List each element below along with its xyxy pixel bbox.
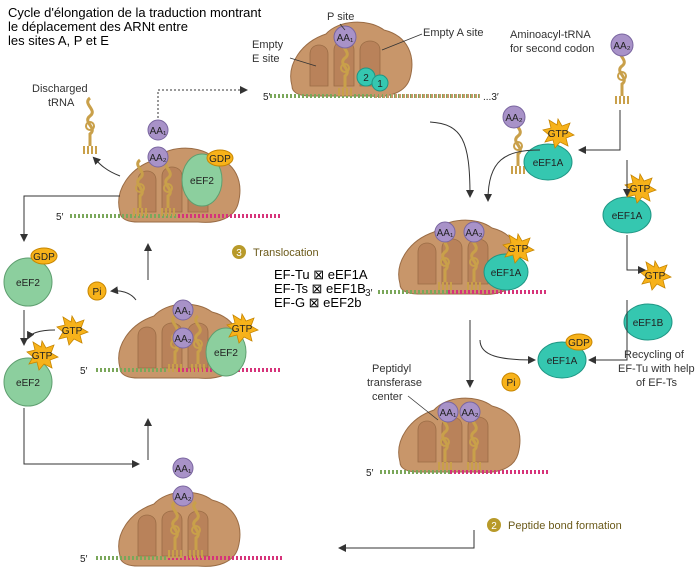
svg-text:Pi: Pi [507,378,516,389]
svg-text:eEF1A: eEF1A [612,211,643,222]
svg-text:eEF2: eEF2 [214,348,238,359]
svg-text:AA₂: AA₂ [461,408,478,419]
title-line-1: Cycle d'élongation de la traduction mont… [8,5,262,20]
eef2-gdp-left: eEF2 GDP [3,247,58,307]
svg-text:AA₁: AA₁ [175,306,192,317]
svg-text:5′: 5′ [80,554,88,565]
empty-e-site-label-2: E site [252,53,280,65]
svg-text:GTP: GTP [548,129,569,140]
svg-text:AA₁: AA₁ [175,464,192,475]
svg-text:eEF2: eEF2 [190,176,214,187]
svg-text:eEF1A: eEF1A [491,268,522,279]
svg-text:eEF2: eEF2 [16,278,40,289]
svg-text:GTP: GTP [62,326,83,337]
discharged-trna: Discharged tRNA [32,83,98,156]
aa1-chip-top [333,25,357,49]
svg-text:GTP: GTP [32,351,53,362]
svg-text:3′: 3′ [365,288,373,299]
svg-text:GTP: GTP [508,244,529,255]
svg-text:GTP: GTP [630,184,651,195]
title-line-2: le déplacement des ARNt entre [8,19,188,34]
svg-text:GTP: GTP [645,271,666,282]
svg-text:GDP: GDP [568,338,590,349]
peptidyl-label-3: center [372,391,403,403]
ribosome-top-left: AA₁ AA₂ eEF2 GDP 5′ [56,119,282,223]
svg-text:3: 3 [236,248,242,259]
svg-text:2: 2 [363,73,369,84]
svg-text:5′: 5′ [366,468,374,479]
title-block: Cycle d'élongation de la traduction mont… [8,5,262,48]
ribosome-middle-left: AA₁ AA₂ eEF2 GTP 5′ [80,299,282,379]
svg-text:AA₁: AA₁ [440,408,457,419]
svg-text:GTP: GTP [232,324,253,335]
svg-text:AA₁: AA₁ [437,228,454,239]
ribosome-bottom-center: AA₁ AA₂ 5′ [80,457,282,567]
svg-text:AA₂: AA₂ [174,492,191,503]
svg-text:AA₂: AA₂ [149,153,166,164]
svg-text:AA₂: AA₂ [465,228,482,239]
peptidyl-label-2: transferase [367,377,422,389]
svg-text:GDP: GDP [33,252,55,263]
pi-left [87,281,107,301]
eef2-gtp-left: eEF2 GTP [3,340,59,407]
svg-text:for second codon: for second codon [510,43,594,55]
svg-text:of EF-Ts: of EF-Ts [636,377,677,389]
svg-text:tRNA: tRNA [48,97,75,109]
svg-text:eEF1A: eEF1A [547,356,578,367]
svg-text:AA₂: AA₂ [174,334,191,345]
svg-text:eEF2: eEF2 [16,378,40,389]
three-prime-top: ...3′ [483,92,499,103]
svg-text:EF-Ts ⊠ eEF1B: EF-Ts ⊠ eEF1B [274,281,366,296]
svg-text:EF-G ⊠ eEF2b: EF-G ⊠ eEF2b [274,295,361,310]
eef1a-gtp-complex: AA₂ eEF1A GTP [502,105,575,181]
peptidyl-label-1: Peptidyl [372,363,411,375]
recycling-column: eEF1A GTP GTP eEF1B Recycling of EF-Tu w… [501,173,695,392]
ribosome-right-middle: AA₁ AA₂ eEF1A GTP 3′ [365,219,548,299]
step-2-label: 2 Peptide bond formation [487,518,622,532]
svg-text:Aminoacyl-tRNA: Aminoacyl-tRNA [510,29,591,41]
svg-text:EF-Tu ⊠ eEF1A: EF-Tu ⊠ eEF1A [274,267,368,282]
step-3-label: 3 Translocation [232,245,319,259]
title-line-3: les sites A, P et E [8,33,109,48]
svg-text:Peptide bond formation: Peptide bond formation [508,520,622,532]
p-site-label: P site [327,11,354,23]
svg-text:AA₂: AA₂ [613,41,630,52]
svg-text:AA₁: AA₁ [337,33,354,44]
svg-text:eEF1A: eEF1A [533,158,564,169]
svg-text:Recycling of: Recycling of [624,349,685,361]
ribosome-right-bottom: AA₁ AA₂ 5′ [366,397,548,479]
empty-a-site-label: Empty A site [423,27,484,39]
svg-text:Translocation: Translocation [253,247,319,259]
five-prime-top: 5′ [263,92,271,103]
aminoacyl-trna-top-right: Aminoacyl-tRNA for second codon AA₂ [510,29,634,106]
svg-text:eEF1B: eEF1B [633,318,664,329]
svg-text:EF-Tu with help: EF-Tu with help [618,363,695,375]
svg-text:Pi: Pi [93,287,102,298]
growing-peptide-1 [371,74,389,92]
svg-text:5′: 5′ [56,212,64,223]
svg-text:1: 1 [377,79,383,90]
svg-text:Discharged: Discharged [32,83,88,95]
svg-text:AA₁: AA₁ [150,126,167,137]
svg-text:GDP: GDP [209,154,231,165]
empty-e-site-label-1: Empty [252,39,284,51]
ribosome-top: AA₁ 2 1 5′ ...3′ [263,21,499,103]
svg-text:5′: 5′ [80,366,88,377]
svg-text:2: 2 [491,521,497,532]
factor-legend: EF-Tu ⊠ eEF1A EF-Ts ⊠ eEF1B EF-G ⊠ eEF2b [274,267,368,310]
svg-text:AA₂: AA₂ [505,113,522,124]
